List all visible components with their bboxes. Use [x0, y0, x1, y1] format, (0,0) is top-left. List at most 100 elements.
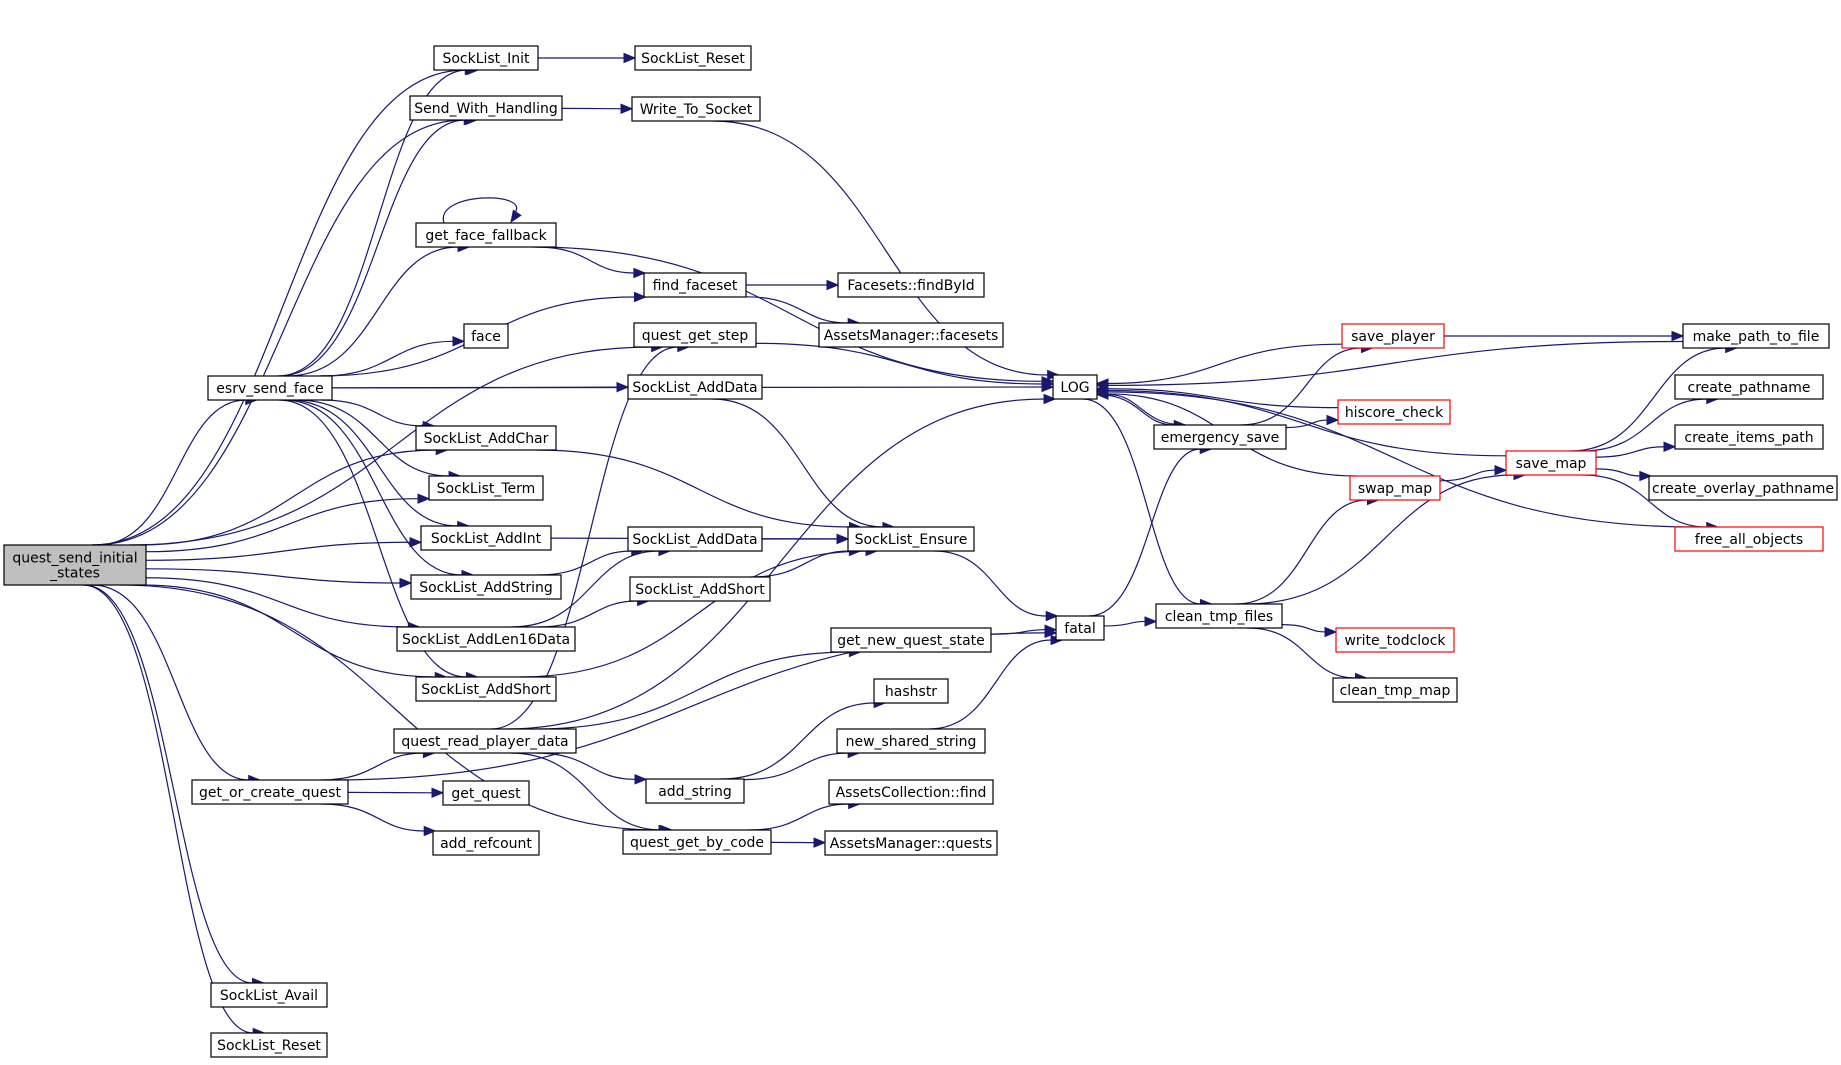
node-cip[interactable]: create_items_path	[1674, 424, 1824, 450]
node-addshort2[interactable]: SockList_AddShort	[629, 576, 771, 602]
node-box	[409, 95, 563, 121]
node-label: new_shared_string	[846, 734, 977, 750]
node-box	[442, 780, 530, 806]
node-root[interactable]: quest_send_initial_states	[3, 544, 147, 586]
node-hiscore[interactable]: hiscore_check	[1337, 399, 1451, 425]
node-mptf[interactable]: make_path_to_file	[1682, 323, 1830, 349]
edge-gff-to-log	[532, 246, 1055, 387]
node-wtod[interactable]: write_todclock	[1335, 627, 1455, 653]
node-ctf[interactable]: clean_tmp_files	[1155, 603, 1283, 629]
node-label: write_todclock	[1344, 633, 1446, 649]
node-ctm[interactable]: clean_tmp_map	[1332, 677, 1458, 703]
node-box	[415, 425, 557, 451]
node-label: fatal	[1064, 621, 1095, 637]
node-init[interactable]: SockList_Init	[433, 45, 539, 71]
node-fao[interactable]: free_all_objects	[1674, 526, 1824, 552]
edge-line	[329, 632, 1046, 781]
node-wts[interactable]: Write_To_Socket	[631, 96, 761, 122]
node-smap[interactable]: save_map	[1505, 450, 1597, 476]
node-label: SockList_AddChar	[424, 431, 549, 447]
node-label: AssetsManager::facesets	[824, 328, 999, 344]
node-label: SockList_Init	[442, 51, 530, 67]
node-getquest[interactable]: get_quest	[442, 780, 530, 806]
edge-root-to-init	[91, 64, 478, 546]
node-cop[interactable]: create_overlay_pathname	[1648, 475, 1838, 501]
node-addchar[interactable]: SockList_AddChar	[415, 425, 557, 451]
node-cpn[interactable]: create_pathname	[1674, 374, 1824, 400]
node-qrpd[interactable]: quest_read_player_data	[393, 728, 577, 754]
edge-addchar-to-ensure	[536, 449, 862, 533]
edge-root-to-reset2	[83, 584, 266, 1039]
node-gnqs[interactable]: get_new_quest_state	[830, 627, 992, 653]
edge-adddata1-to-ensure	[712, 398, 896, 533]
node-addshort1[interactable]: SockList_AddShort	[415, 676, 557, 702]
node-addint[interactable]: SockList_AddInt	[420, 525, 552, 551]
edge-line	[1595, 468, 1640, 477]
node-fatal[interactable]: fatal	[1055, 615, 1105, 641]
node-fbi[interactable]: Facesets::findById	[837, 272, 985, 298]
edge-ctf-to-swap	[1235, 494, 1380, 605]
edge-arrowhead	[620, 103, 634, 114]
node-esave[interactable]: emergency_save	[1153, 424, 1287, 450]
node-label: SockList_AddLen16Data	[402, 632, 570, 648]
node-box	[210, 982, 328, 1008]
node-box	[847, 526, 975, 552]
node-hashstr[interactable]: hashstr	[873, 678, 949, 704]
node-reset1[interactable]: SockList_Reset	[634, 45, 752, 71]
node-qgs[interactable]: quest_get_step	[633, 322, 757, 348]
node-addstr[interactable]: add_string	[645, 778, 745, 804]
node-esrv[interactable]: esrv_send_face	[207, 375, 333, 401]
node-face[interactable]: face	[463, 323, 509, 349]
node-box	[433, 45, 539, 71]
edge-line	[145, 577, 409, 628]
node-addlen16[interactable]: SockList_AddLen16Data	[396, 626, 576, 652]
node-addstring[interactable]: SockList_AddString	[410, 574, 562, 600]
node-qgbc[interactable]: quest_get_by_code	[622, 829, 772, 855]
edge-line	[1107, 388, 1339, 409]
node-box	[1341, 323, 1445, 349]
node-box	[1332, 677, 1458, 703]
node-box	[210, 1032, 328, 1058]
node-log[interactable]: LOG	[1052, 374, 1098, 400]
edge-line	[92, 584, 249, 781]
node-label: create_overlay_pathname	[1652, 481, 1834, 497]
edge-line	[535, 752, 636, 780]
edge-line	[1595, 446, 1665, 458]
edge-line	[321, 399, 424, 427]
node-swh[interactable]: Send_With_Handling	[409, 95, 563, 121]
node-acf[interactable]: AssetsCollection::find	[828, 779, 994, 805]
node-avail[interactable]: SockList_Avail	[210, 982, 328, 1008]
node-findfs[interactable]: find_faceset	[643, 272, 747, 298]
edge-line	[319, 340, 454, 377]
edge-line	[145, 541, 411, 561]
node-box	[837, 272, 985, 298]
edge-line	[538, 550, 632, 576]
node-label: SockList_AddData	[632, 380, 757, 396]
node-amq[interactable]: AssetsManager::quests	[824, 830, 998, 856]
edge-goc-to-addref	[320, 803, 437, 837]
edge-line	[1082, 398, 1201, 605]
node-label: SockList_AddString	[419, 580, 553, 596]
node-adddata2[interactable]: SockList_AddData	[627, 526, 763, 552]
edge-line	[1103, 620, 1146, 627]
node-label: quest_get_step	[642, 328, 749, 344]
node-amf[interactable]: AssetsManager::facesets	[818, 322, 1004, 348]
edge-line	[279, 119, 466, 377]
nodes: quest_send_initial_statesesrv_send_faceg…	[3, 45, 1838, 1058]
edge-line	[504, 398, 1045, 730]
node-goc[interactable]: get_or_create_quest	[191, 779, 349, 805]
node-swap[interactable]: swap_map	[1349, 475, 1441, 501]
node-nss[interactable]: new_shared_string	[836, 728, 986, 754]
node-gff[interactable]: get_face_fallback	[415, 222, 557, 248]
node-splayer[interactable]: save_player	[1341, 323, 1445, 349]
node-ensure[interactable]: SockList_Ensure	[847, 526, 975, 552]
node-addref[interactable]: add_refcount	[432, 830, 540, 856]
edge-line	[743, 752, 849, 781]
edge-line	[1107, 389, 1507, 457]
node-term[interactable]: SockList_Term	[428, 475, 544, 501]
edge-line	[990, 629, 1046, 635]
node-box	[207, 375, 333, 401]
node-adddata1[interactable]: SockList_AddData	[627, 374, 763, 400]
node-reset2[interactable]: SockList_Reset	[210, 1032, 328, 1058]
